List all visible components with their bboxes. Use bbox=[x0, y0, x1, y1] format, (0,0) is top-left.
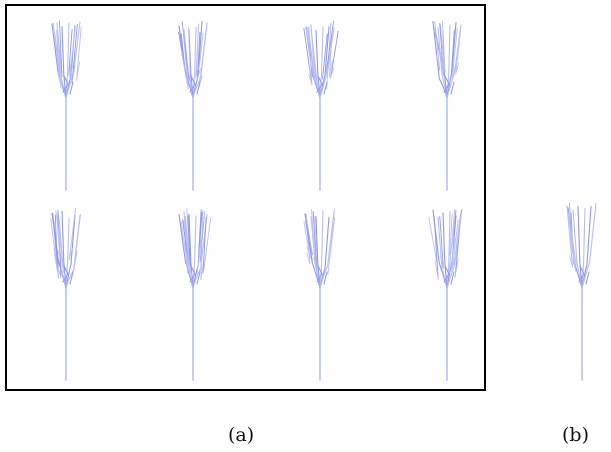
tree-a-2-2 bbox=[178, 207, 212, 381]
tree-a-2-3 bbox=[303, 208, 336, 381]
tree-a-1-3 bbox=[303, 21, 339, 191]
tree-a-1-1 bbox=[51, 20, 82, 191]
trees-layer bbox=[50, 20, 597, 381]
tree-b bbox=[566, 202, 597, 381]
panel-a-frame bbox=[5, 4, 486, 391]
caption-panel-b: (b) bbox=[562, 424, 589, 446]
tree-a-1-4 bbox=[432, 20, 462, 191]
tree-a-2-4 bbox=[428, 208, 463, 381]
caption-panel-a: (a) bbox=[228, 424, 255, 446]
tree-a-2-1 bbox=[50, 207, 81, 381]
tree-a-1-2 bbox=[178, 20, 208, 191]
